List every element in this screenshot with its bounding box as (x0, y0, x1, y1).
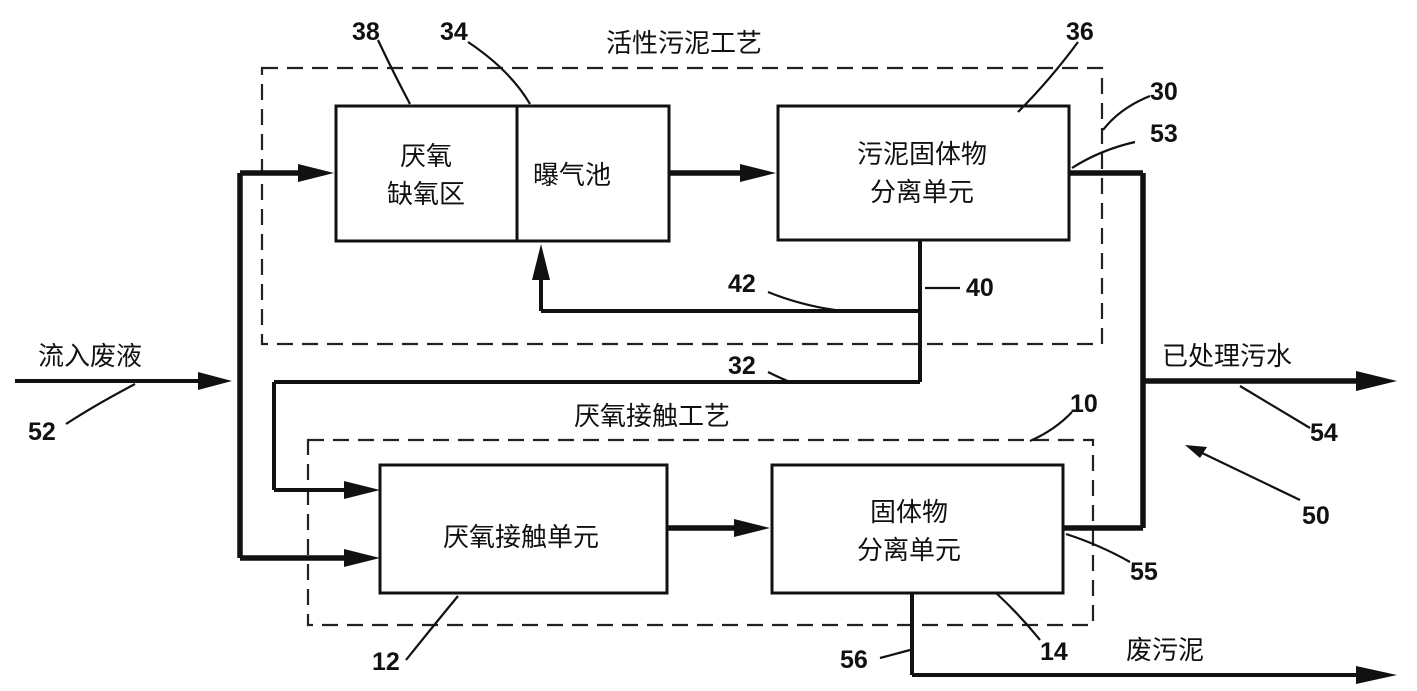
leader-36 (1017, 41, 1079, 113)
anaerobic-contact-unit-label: 厌氧接触单元 (443, 523, 599, 553)
feed-to-anoxic-arrow (298, 164, 334, 182)
leader-55 (1065, 532, 1131, 563)
solids-separation-label-2: 分离单元 (857, 536, 961, 566)
ref-42: 42 (728, 270, 756, 298)
solids-separation-box (770, 463, 1065, 595)
anoxic-zone-box (334, 104, 519, 243)
ref-40: 40 (966, 274, 994, 302)
leader-14 (994, 591, 1041, 641)
treated-effluent-label: 已处理污水 (1162, 342, 1292, 372)
ref-12: 12 (372, 648, 400, 676)
ref-56: 56 (840, 646, 868, 674)
leader-30 (1102, 94, 1151, 131)
leader-34 (467, 41, 531, 105)
return-sludge-arrow (532, 244, 550, 280)
anoxic-zone-label-1: 厌氧 (400, 142, 452, 172)
leader-53 (1071, 140, 1136, 169)
influent-label: 流入废液 (38, 342, 142, 372)
leader-50-arrow (1185, 445, 1207, 458)
influent-arrow (198, 372, 232, 390)
waste-sludge-label: 废污泥 (1126, 636, 1204, 666)
feed-to-anaerobic-arrow (344, 549, 380, 567)
leader-50 (1199, 451, 1301, 501)
solids-separation-label-1: 固体物 (870, 498, 948, 528)
leader-32 (767, 371, 791, 384)
ref-52: 52 (28, 418, 56, 446)
waste-sludge-arrow (1356, 666, 1397, 684)
sludge-separation-label-1: 污泥固体物 (857, 140, 987, 170)
anoxic-zone-label-2: 缺氧区 (387, 180, 465, 210)
ref-36: 36 (1066, 18, 1094, 46)
leader-42 (767, 290, 836, 312)
activated-sludge-boundary (260, 66, 1104, 346)
ref-34: 34 (440, 18, 468, 46)
leader-12 (405, 595, 459, 661)
aeration-tank-label: 曝气池 (533, 161, 611, 191)
ref-55: 55 (1130, 558, 1158, 586)
leader-52 (65, 383, 136, 425)
ref-53: 53 (1150, 120, 1178, 148)
ref-30: 30 (1150, 78, 1178, 106)
activated-sludge-title: 活性污泥工艺 (606, 29, 762, 59)
treated-effluent-arrow (1356, 371, 1397, 391)
anaerobic-contact-boundary (306, 438, 1095, 627)
aeration-tank-box (515, 104, 671, 243)
leader-38 (377, 39, 411, 105)
ref-54: 54 (1310, 419, 1338, 447)
leader-54 (1239, 385, 1311, 429)
leader-56 (879, 648, 911, 660)
leader-10 (1029, 411, 1073, 443)
anaerobic-contact-title: 厌氧接触工艺 (574, 402, 730, 432)
ref-38: 38 (352, 18, 380, 46)
ref-10: 10 (1070, 390, 1098, 418)
sludge-separation-label-2: 分离单元 (870, 178, 974, 208)
ref-32: 32 (728, 352, 756, 380)
was-feed-arrow (344, 481, 380, 499)
sludge-separation-box (776, 104, 1071, 242)
contact-to-separation-arrow (734, 519, 770, 537)
aeration-to-separation-arrow (740, 164, 776, 182)
ref-14: 14 (1040, 638, 1068, 666)
ref-50: 50 (1302, 502, 1330, 530)
